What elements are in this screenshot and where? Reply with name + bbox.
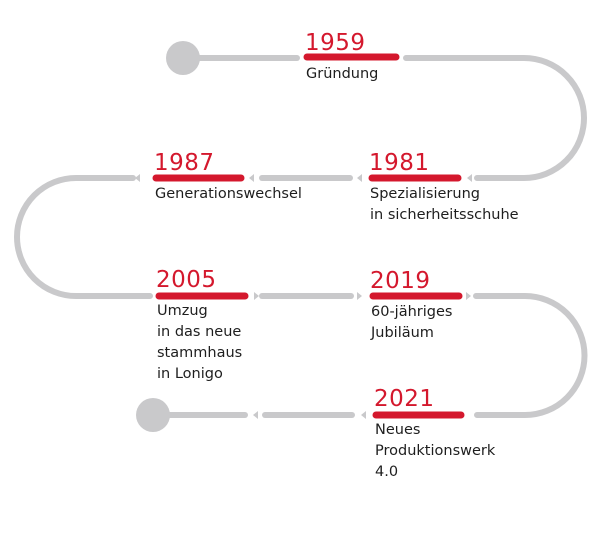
- milestone-label: Neues Produktionswerk 4.0: [375, 422, 496, 480]
- milestone-year: 1987: [154, 150, 215, 176]
- start-node-icon: [166, 41, 200, 75]
- milestone-label: Gründung: [306, 66, 379, 82]
- milestone-year: 2019: [370, 268, 431, 294]
- milestone-label: Generationswechsel: [155, 186, 302, 202]
- milestone-year: 1981: [369, 150, 430, 176]
- milestone-year: 1959: [305, 30, 366, 56]
- end-node-icon: [136, 398, 170, 432]
- milestone-year: 2005: [156, 267, 217, 293]
- milestone-year: 2021: [374, 386, 435, 412]
- milestone-label: Umzug in das neue stammhaus in Lonigo: [157, 303, 243, 382]
- milestone-label: Spezialisierung in sicherheitsschuhe: [370, 186, 519, 223]
- milestone-label: 60-jähriges Jubiläum: [371, 304, 453, 341]
